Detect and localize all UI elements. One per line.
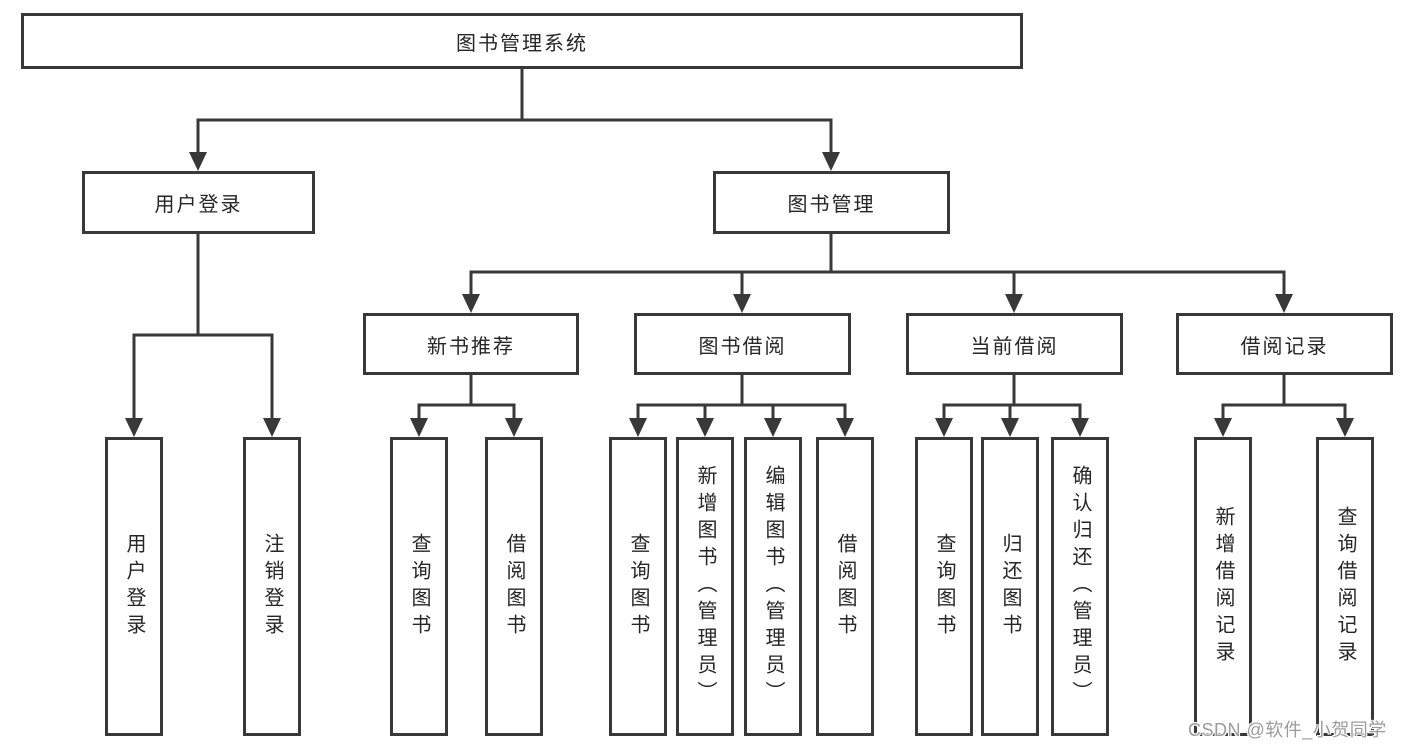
arrow-icon — [696, 418, 714, 437]
arrow-icon — [410, 418, 428, 437]
node-label: 借阅记录 — [1240, 335, 1329, 358]
node-book-management: 图书管理 — [713, 171, 950, 234]
node-current-borrowing: 当前借阅 — [906, 313, 1123, 375]
arrow-icon — [1214, 418, 1232, 437]
leaf-query-books-recommend: 查询图书 — [390, 437, 448, 736]
leaf-return-books: 归还图书 — [981, 437, 1039, 736]
node-label: 新书推荐 — [427, 335, 515, 358]
arrow-icon — [1336, 418, 1354, 437]
node-label: 图书借阅 — [698, 335, 787, 358]
node-label: 查询图书 — [627, 532, 649, 641]
node-label: 查询图书 — [408, 532, 430, 641]
arrow-icon — [629, 418, 647, 437]
node-label: 用户登录 — [123, 532, 145, 641]
node-label: 用户登录 — [154, 194, 243, 216]
leaf-confirm-return-admin: 确认归还（管理员） — [1051, 437, 1109, 736]
node-borrowing-records: 借阅记录 — [1176, 313, 1393, 375]
leaf-borrow-books-borrowing: 借阅图书 — [816, 437, 874, 736]
node-new-book-recommend: 新书推荐 — [363, 313, 579, 375]
arrow-icon — [189, 152, 207, 171]
node-label: 借阅图书 — [503, 532, 525, 641]
node-label: 查询图书 — [933, 532, 955, 641]
watermark: CSDN @软件_小贺同学 — [1188, 720, 1387, 740]
node-book-borrowing: 图书借阅 — [634, 313, 851, 375]
arrow-icon — [733, 294, 751, 313]
arrow-icon — [505, 418, 523, 437]
arrow-icon — [935, 418, 953, 437]
leaf-add-borrow-record: 新增借阅记录 — [1194, 437, 1252, 736]
leaf-query-books-current: 查询图书 — [915, 437, 973, 736]
node-label: 当前借阅 — [970, 335, 1059, 358]
leaf-add-books-admin: 新增图书（管理员） — [676, 437, 734, 736]
node-label: 新增借阅记录 — [1212, 505, 1234, 668]
node-user-login: 用户登录 — [82, 171, 315, 234]
leaf-borrow-books-recommend: 借阅图书 — [485, 437, 543, 736]
node-label: 借阅图书 — [834, 532, 856, 641]
arrow-icon — [1275, 294, 1293, 313]
node-label: 注销登录 — [261, 532, 283, 641]
arrow-icon — [1005, 294, 1023, 313]
arrow-icon — [125, 418, 143, 437]
node-label: 新增图书（管理员） — [694, 465, 716, 708]
leaf-edit-books-admin: 编辑图书（管理员） — [744, 437, 802, 736]
arrow-icon — [1001, 418, 1019, 437]
leaf-query-books-borrowing: 查询图书 — [609, 437, 667, 736]
arrowheads — [125, 152, 1354, 437]
node-label: 图书管理 — [787, 194, 876, 216]
arrow-icon — [822, 152, 840, 171]
node-library-system: 图书管理系统 — [21, 13, 1023, 69]
leaf-logout: 注销登录 — [243, 437, 301, 736]
node-label: 归还图书 — [999, 532, 1021, 641]
arrow-icon — [1071, 418, 1089, 437]
arrow-icon — [836, 418, 854, 437]
node-label: 图书管理系统 — [456, 32, 588, 55]
connector-lines — [132, 69, 1347, 419]
node-label: 查询借阅记录 — [1334, 505, 1356, 668]
leaf-user-login: 用户登录 — [105, 437, 163, 736]
arrow-icon — [263, 418, 281, 437]
leaf-query-borrow-record: 查询借阅记录 — [1316, 437, 1374, 736]
arrow-icon — [764, 418, 782, 437]
arrow-icon — [462, 294, 480, 313]
node-label: 编辑图书（管理员） — [762, 465, 784, 708]
node-label: 确认归还（管理员） — [1069, 465, 1091, 708]
